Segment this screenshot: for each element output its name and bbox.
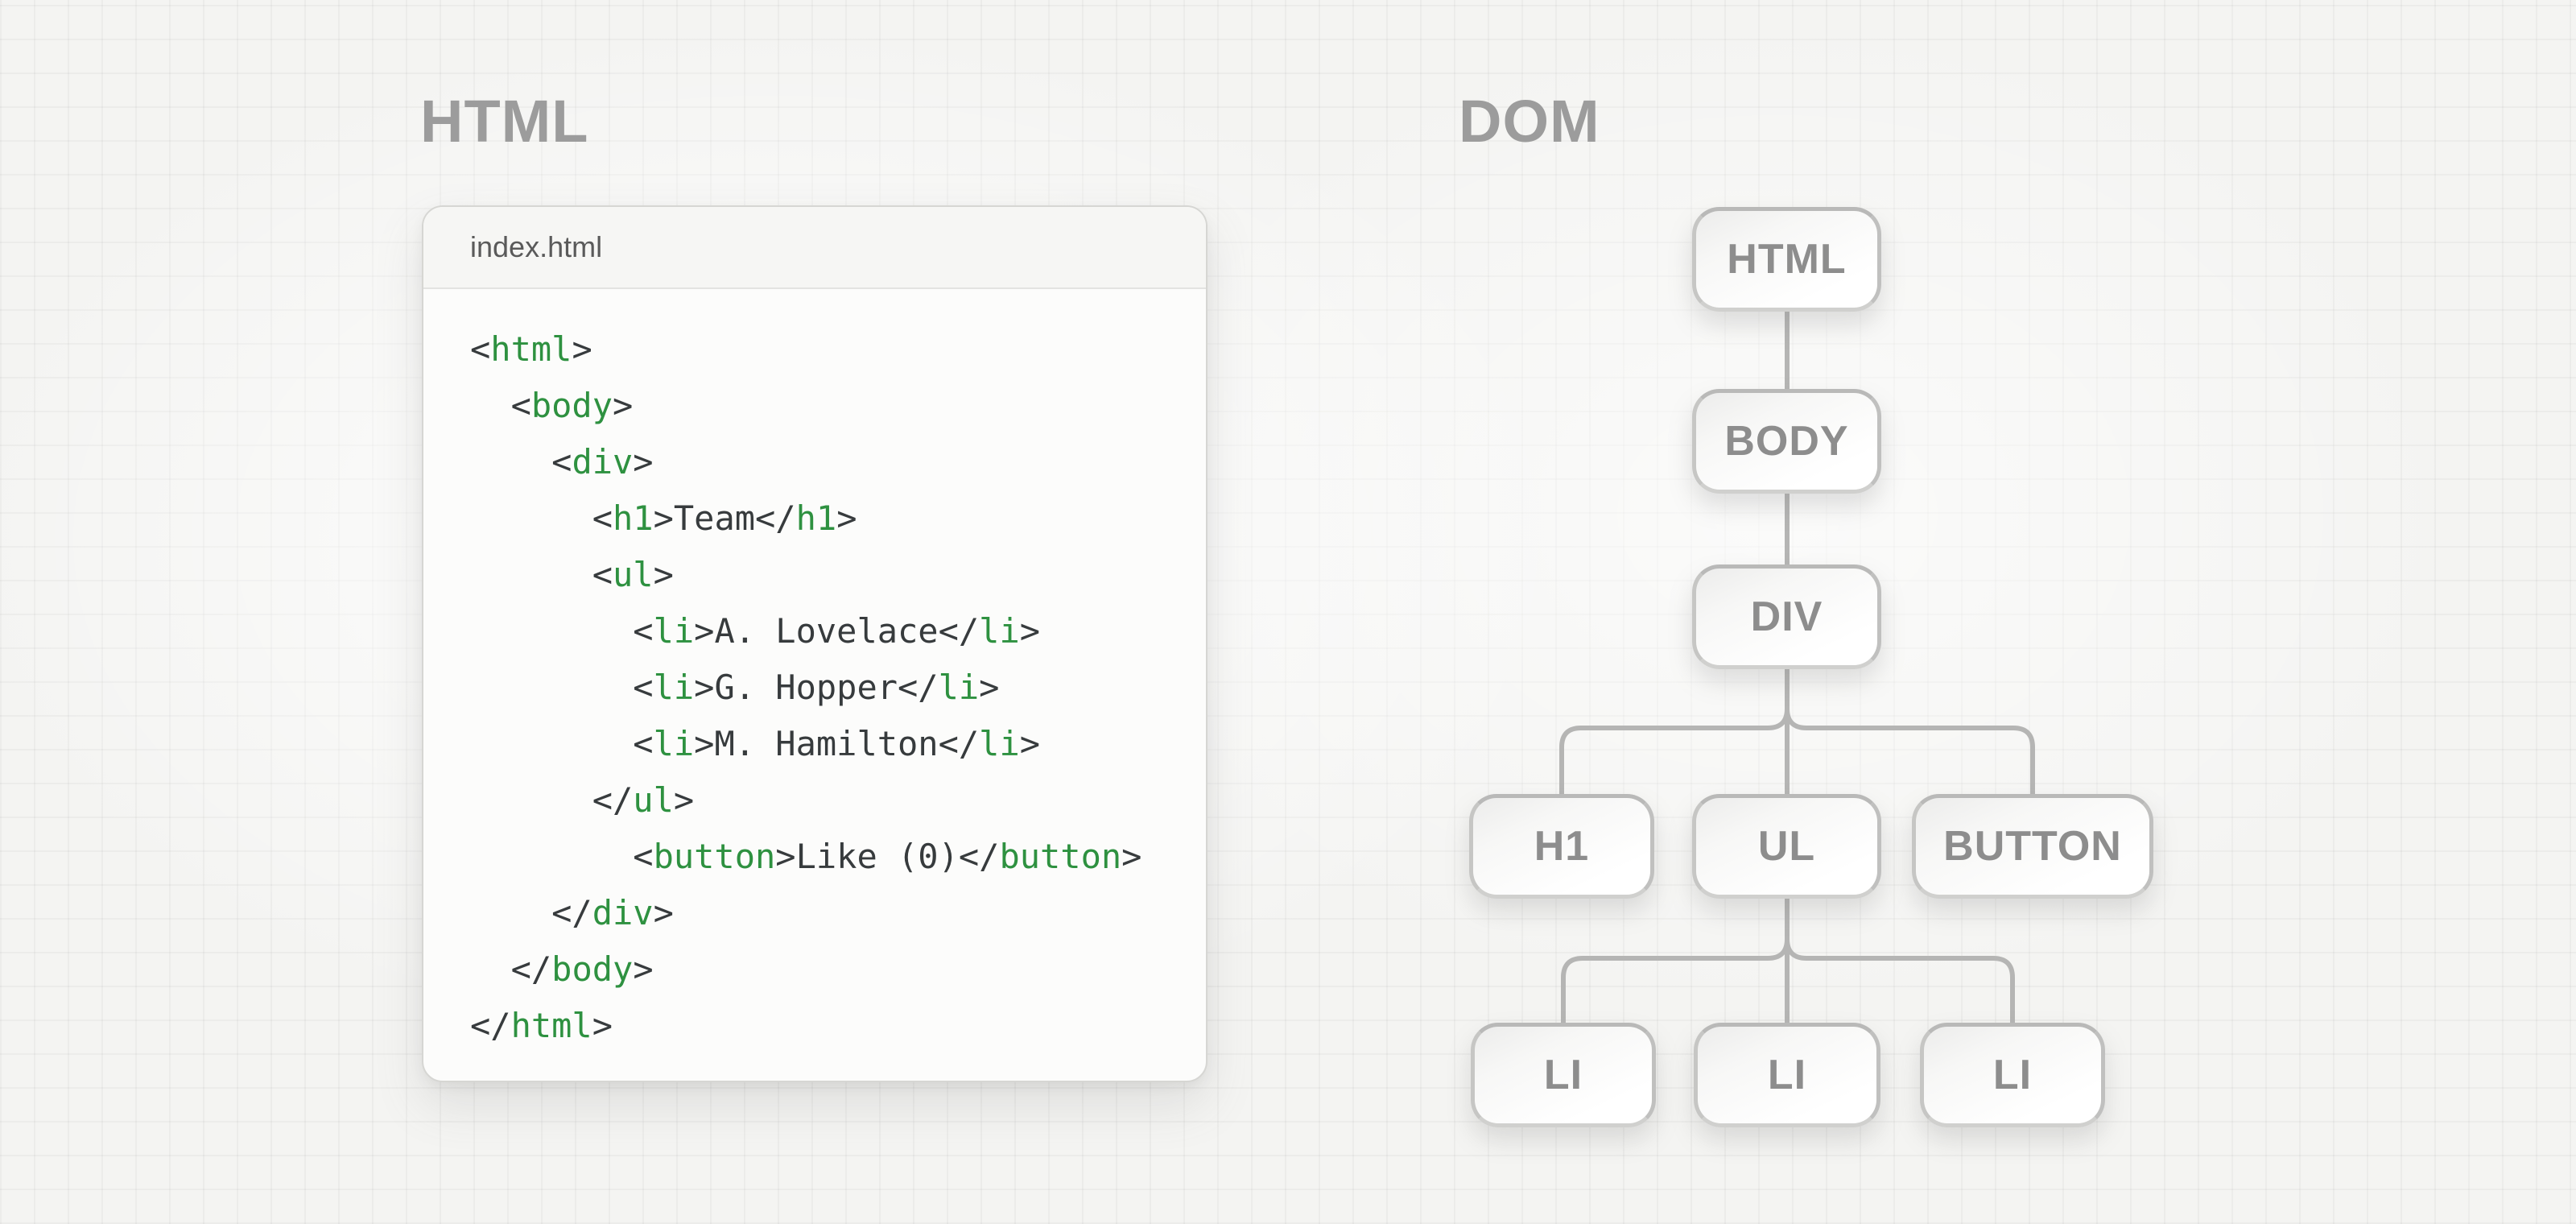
code-line: <ul>: [470, 547, 1182, 603]
code-line: <button>Like (0)</button>: [470, 829, 1182, 885]
code-tag-token: li: [653, 724, 695, 763]
code-plain-token: >G. Hopper</: [694, 668, 939, 707]
dom-node-label: DIV: [1750, 593, 1823, 640]
code-line: <html>: [470, 321, 1182, 378]
code-plain-token: <: [470, 329, 491, 369]
code-plain-token: <: [470, 442, 572, 482]
dom-panel-heading: DOM: [1459, 88, 1600, 155]
code-line: </body>: [470, 941, 1182, 998]
code-plain-token: >: [1019, 724, 1041, 763]
code-tag-token: html: [510, 1006, 592, 1045]
code-plain-token: </: [470, 780, 634, 820]
code-plain-token: >: [673, 780, 695, 820]
code-line: </html>: [470, 998, 1182, 1054]
code-tag-token: li: [979, 611, 1020, 651]
code-tag-token: button: [653, 837, 776, 876]
code-plain-token: <: [470, 837, 654, 876]
code-window: index.html <html> <body> <div> <h1>Team<…: [422, 205, 1208, 1082]
code-plain-token: <: [470, 668, 654, 707]
code-line: </ul>: [470, 772, 1182, 829]
dom-node-li: LI: [1694, 1023, 1880, 1127]
window-titlebar: index.html: [423, 207, 1206, 289]
code-plain-token: <: [470, 555, 613, 594]
dom-node-h1: H1: [1469, 794, 1654, 899]
code-plain-token: >: [653, 893, 674, 932]
code-tag-token: div: [572, 442, 634, 482]
code-tag-token: body: [530, 386, 613, 425]
code-plain-token: >A. Lovelace</: [694, 611, 980, 651]
code-tag-token: body: [551, 949, 634, 989]
dom-node-label: BODY: [1724, 418, 1849, 465]
dom-node-html: HTML: [1692, 207, 1881, 312]
code-plain-token: >: [633, 442, 654, 482]
dom-node-label: H1: [1534, 823, 1590, 870]
code-tag-token: h1: [795, 498, 837, 538]
dom-node-div: DIV: [1692, 564, 1881, 669]
code-plain-token: <: [470, 611, 654, 651]
code-tag-token: li: [938, 668, 980, 707]
code-tag-token: li: [979, 724, 1020, 763]
code-line: <div>: [470, 434, 1182, 490]
code-tag-token: div: [592, 893, 654, 932]
code-tag-token: ul: [633, 780, 674, 820]
code-tag-token: h1: [613, 498, 654, 538]
dom-node-li: LI: [1471, 1023, 1656, 1127]
connector-ul-li1: [1561, 899, 1790, 1023]
dom-node-body: BODY: [1692, 389, 1881, 494]
dom-node-label: LI: [1992, 1052, 2033, 1098]
html-panel-heading: HTML: [420, 88, 589, 155]
connector-ul-li3: [1785, 899, 2015, 1023]
code-line: <li>A. Lovelace</li>: [470, 603, 1182, 660]
code-plain-token: </: [470, 893, 592, 932]
code-tag-token: ul: [613, 555, 654, 594]
code-plain-token: >Like (0)</: [775, 837, 1000, 876]
code-plain-token: >: [979, 668, 1000, 707]
code-plain-token: <: [470, 498, 613, 538]
code-plain-token: <: [470, 724, 654, 763]
dom-node-ul: UL: [1692, 794, 1881, 899]
code-line: </div>: [470, 885, 1182, 941]
code-tag-token: html: [490, 329, 572, 369]
code-line: <h1>Team</h1>: [470, 490, 1182, 547]
dom-node-li: LI: [1920, 1023, 2105, 1127]
code-plain-token: >: [1019, 611, 1041, 651]
connector-div-button: [1785, 669, 2035, 794]
window-title-filename: index.html: [470, 230, 603, 263]
dom-node-label: UL: [1757, 823, 1816, 870]
code-line: <li>G. Hopper</li>: [470, 660, 1182, 716]
code-plain-token: >M. Hamilton</: [694, 724, 980, 763]
code-plain-token: >: [572, 329, 592, 369]
code-line: <li>M. Hamilton</li>: [470, 716, 1182, 772]
dom-node-label: BUTTON: [1943, 823, 2122, 870]
code-tag-token: button: [999, 837, 1122, 876]
code-plain-token: >: [836, 498, 857, 538]
code-plain-token: >: [653, 555, 674, 594]
code-tag-token: li: [653, 611, 695, 651]
code-plain-token: >: [1121, 837, 1142, 876]
dom-node-label: LI: [1543, 1052, 1583, 1098]
code-plain-token: >Team</: [653, 498, 796, 538]
dom-node-label: LI: [1767, 1052, 1807, 1098]
code-plain-token: >: [633, 949, 654, 989]
code-plain-token: >: [613, 386, 634, 425]
connector-div-h1: [1559, 669, 1790, 794]
code-plain-token: >: [592, 1006, 613, 1045]
code-line: <body>: [470, 378, 1182, 434]
code-tag-token: li: [653, 668, 695, 707]
code-editor-content: <html> <body> <div> <h1>Team</h1> <ul> <…: [423, 289, 1206, 1054]
code-plain-token: </: [470, 949, 552, 989]
dom-node-button: BUTTON: [1912, 794, 2153, 899]
dom-node-label: HTML: [1727, 236, 1847, 283]
code-plain-token: </: [470, 1006, 511, 1045]
code-plain-token: <: [470, 386, 531, 425]
